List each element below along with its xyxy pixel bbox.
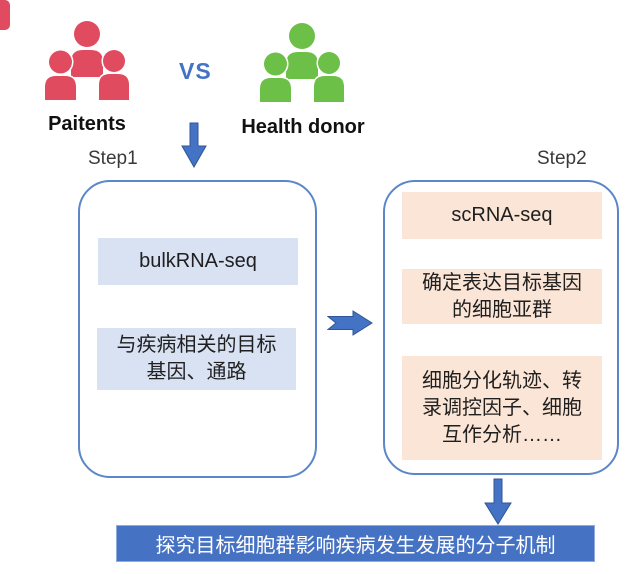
conclusion-bar: 探究目标细胞群影响疾病发生发展的分子机制 [116, 525, 595, 562]
step2-panel: scRNA-seq 确定表达目标基因 的细胞亚群 细胞分化轨迹、转 录调控因子、… [383, 180, 619, 475]
step1-panel: bulkRNA-seq 与疾病相关的目标 基因、通路 [78, 180, 317, 478]
sc-rna-seq-box: scRNA-seq [402, 192, 602, 239]
health-donor-group-icon [258, 22, 346, 102]
downstream-analysis-line3: 互作分析…… [442, 423, 562, 446]
cell-subpopulation-box: 确定表达目标基因 的细胞亚群 [402, 269, 602, 324]
downstream-analysis-box: 细胞分化轨迹、转 录调控因子、细胞 互作分析…… [402, 356, 602, 460]
vs-label: VS [179, 58, 212, 84]
patients-label: Paitents [48, 113, 126, 135]
bulk-rna-seq-box: bulkRNA-seq [98, 238, 298, 285]
down-arrow-icon [484, 478, 512, 525]
step1-label: Step1 [88, 148, 138, 169]
down-arrow-icon [181, 122, 207, 168]
health-donor-label: Health donor [241, 116, 365, 138]
patients-group-icon [43, 20, 131, 100]
conclusion-text: 探究目标细胞群影响疾病发生发展的分子机制 [155, 535, 556, 557]
sc-rna-seq-text: scRNA-seq [451, 204, 553, 226]
target-genes-line1: 与疾病相关的目标 [116, 334, 277, 356]
bulk-rna-seq-text: bulkRNA-seq [139, 250, 257, 272]
corner-red-mark [0, 0, 10, 30]
downstream-analysis-line1: 细胞分化轨迹、转 [422, 369, 582, 392]
cell-subpopulation-line2: 的细胞亚群 [452, 298, 552, 321]
downstream-analysis-line2: 录调控因子、细胞 [422, 396, 582, 419]
cell-subpopulation-line1: 确定表达目标基因 [422, 271, 582, 294]
target-genes-pathways-box: 与疾病相关的目标 基因、通路 [97, 328, 296, 390]
step2-label: Step2 [537, 148, 587, 169]
right-arrow-icon [327, 310, 373, 336]
target-genes-line2: 基因、通路 [146, 361, 247, 383]
